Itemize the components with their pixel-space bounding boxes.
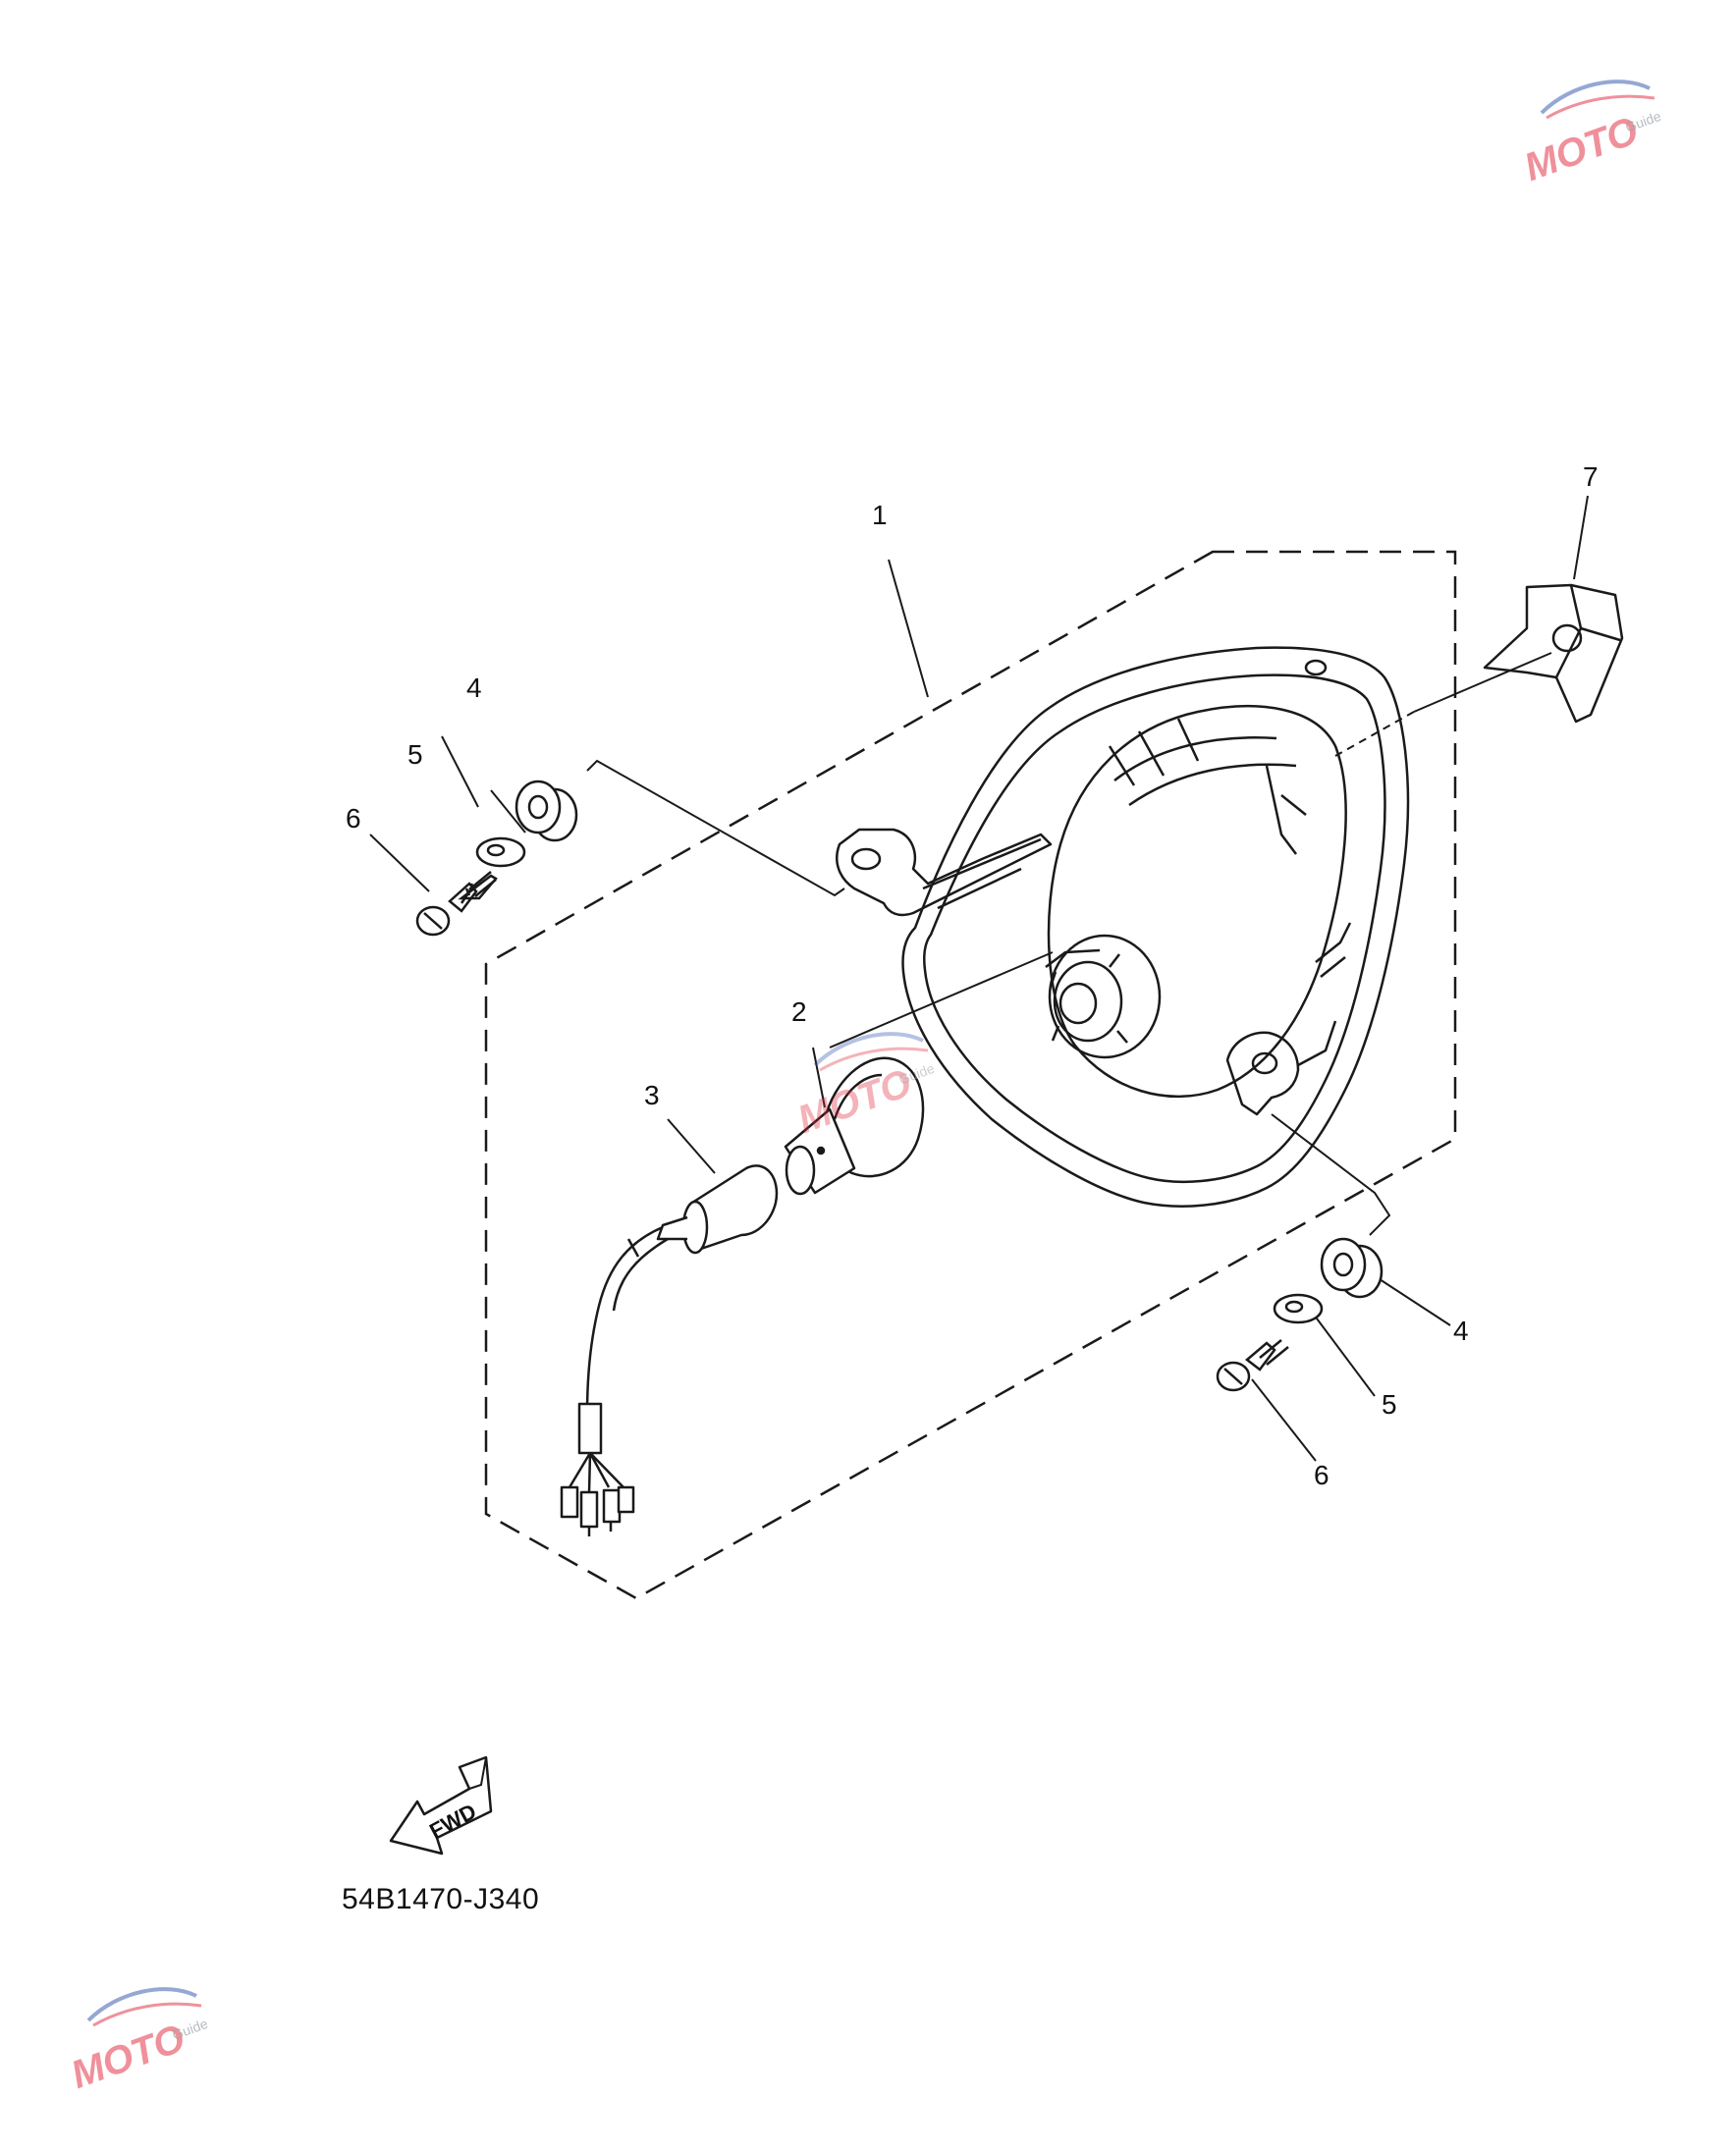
grommet-left <box>515 780 578 842</box>
callout-6-left: 6 <box>346 803 361 834</box>
screw-right <box>1216 1339 1289 1392</box>
moto-guide-watermark-bottom: MOTO Guide <box>66 1987 210 2089</box>
assembly-boundary <box>484 550 1457 1600</box>
callout-6-right: 6 <box>1314 1460 1329 1490</box>
bulb <box>784 1056 925 1196</box>
callout-5-left: 5 <box>407 739 423 770</box>
grommet-right <box>1320 1237 1383 1299</box>
fwd-arrow: FWD <box>389 1755 493 1856</box>
part-code: 54B1470-J340 <box>342 1883 540 1915</box>
callout-4-left: 4 <box>466 672 482 703</box>
callout-2: 2 <box>791 996 807 1027</box>
moto-guide-watermark-middle: MOTO Guide <box>792 1032 937 1134</box>
callout-4-right: 4 <box>1453 1316 1469 1346</box>
callout-7: 7 <box>1583 461 1599 492</box>
moto-guide-watermark-top: MOTO Guide <box>1519 80 1663 182</box>
washer-left <box>475 836 526 868</box>
screw-left <box>415 871 498 937</box>
callout-1: 1 <box>872 500 888 530</box>
mounting-bracket <box>1483 583 1624 724</box>
socket-harness <box>560 1164 779 1536</box>
callout-5-right: 5 <box>1382 1389 1397 1420</box>
headlight-housing <box>836 646 1410 1208</box>
washer-right <box>1273 1293 1324 1324</box>
callout-3: 3 <box>644 1080 660 1110</box>
leader-lines <box>369 495 1589 1462</box>
